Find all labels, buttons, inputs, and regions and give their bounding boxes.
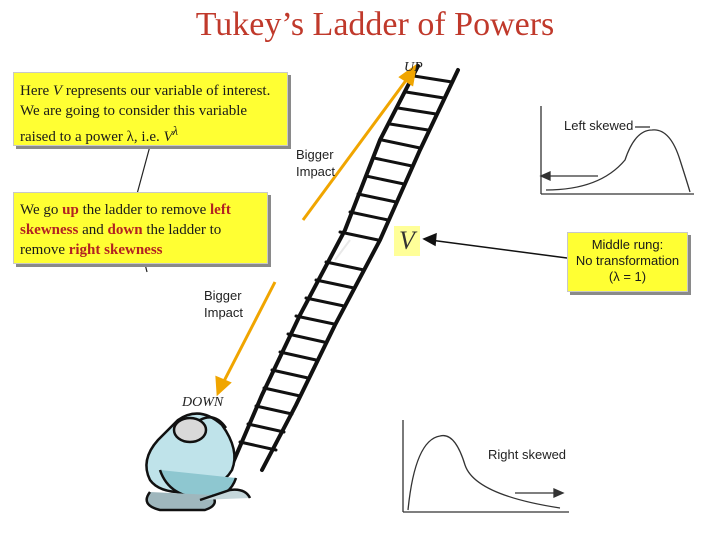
ladder-rungs (238, 74, 454, 452)
middle-rung-line2: No transformation (575, 253, 680, 268)
man-figure (145, 412, 252, 512)
direction-text-d: the ladder to remove (20, 222, 222, 258)
left-skewed-plot (539, 106, 694, 195)
v-symbol: V (394, 226, 420, 256)
page-title: Tukey’s Ladder of Powers (195, 6, 555, 43)
intro-variable: V (52, 83, 63, 99)
ladder-highlight (334, 239, 351, 261)
right-skewed-label: Right skewed (488, 447, 567, 462)
down-label: DOWN (182, 395, 224, 410)
direction-down: down (107, 222, 143, 238)
right-skewed-plot (402, 420, 569, 513)
intro-variable-power: V (163, 129, 173, 145)
middle-rung-arrow (422, 232, 568, 259)
bigger-impact-top-line2: Impact (296, 164, 336, 179)
bigger-impact-bottom-line1: Bigger (204, 288, 242, 303)
bigger-impact-bottom-line2: Impact (204, 305, 244, 320)
bigger-impact-bottom: Bigger Impact (204, 287, 243, 321)
direction-right-skewness: right skewness (68, 242, 163, 258)
left-skewed-label: Left skewed (564, 118, 634, 133)
up-label: UP (404, 60, 423, 75)
callout-lines (136, 145, 151, 273)
direction-text-b: the ladder to remove (78, 202, 211, 218)
direction-note: We go up the ladder to remove left skewn… (13, 192, 268, 264)
intro-text-b: represents our variable of interest. We … (20, 83, 271, 145)
direction-left-skewness: left skewness (20, 202, 231, 238)
middle-rung-line3: (λ = 1) (608, 269, 647, 284)
direction-text-a: We go (20, 202, 63, 218)
middle-rung-line1: Middle rung: (591, 237, 664, 252)
direction-text-c: and (78, 222, 108, 238)
down-arrow (215, 281, 277, 397)
direction-up: up (62, 202, 79, 218)
up-arrow (301, 63, 418, 221)
intro-note: Here V represents our variable of intere… (13, 72, 288, 146)
bigger-impact-top-line1: Bigger (296, 147, 334, 162)
middle-rung-note: Middle rung: No transformation (λ = 1) (567, 232, 688, 292)
intro-text-a: Here (20, 83, 53, 99)
intro-lambda-superscript: λ (172, 124, 179, 138)
bigger-impact-top: Bigger Impact (296, 146, 335, 180)
